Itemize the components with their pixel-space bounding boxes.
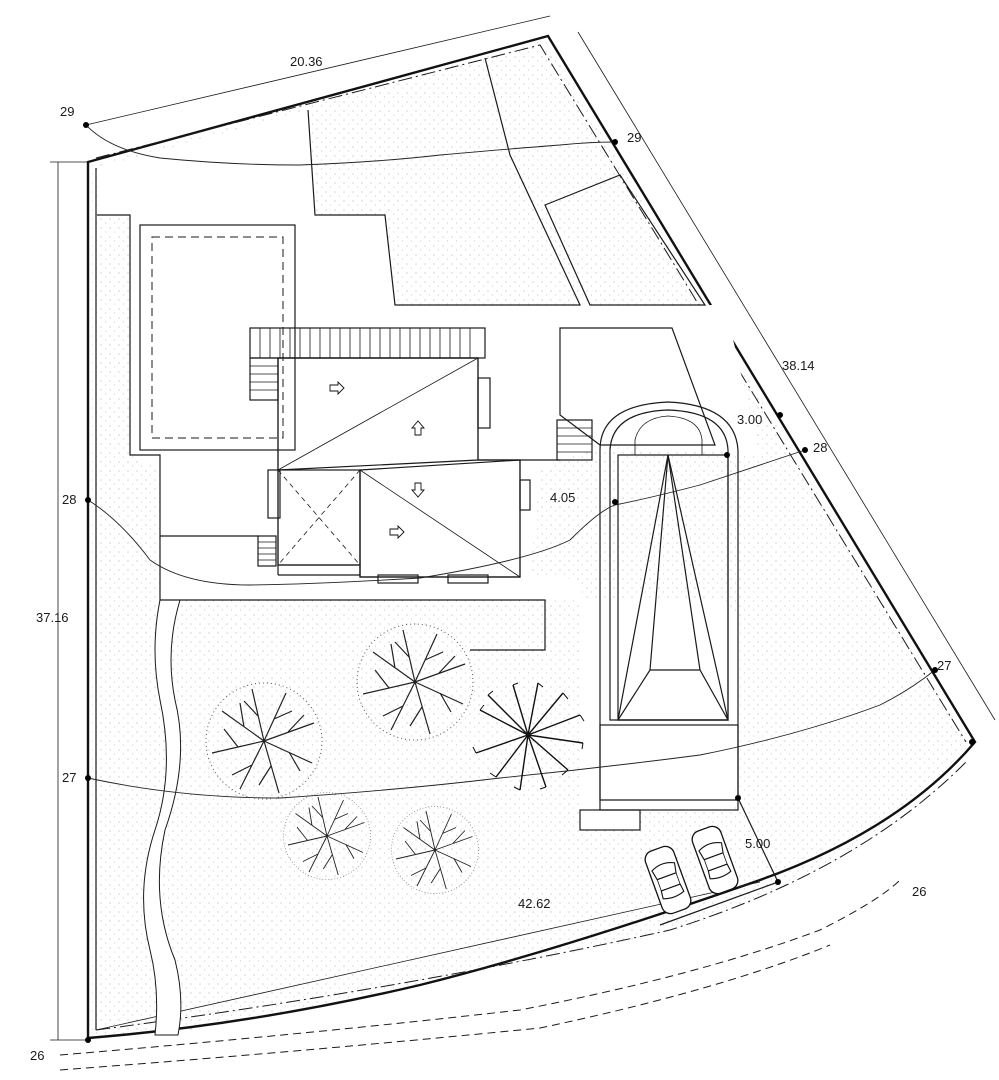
contour-26-right: 26 (912, 884, 926, 899)
arrow-right-icon (329, 380, 345, 396)
contour-27-right: 27 (937, 658, 951, 673)
contour-lines (59, 124, 936, 1071)
dim-right: 38.14 (782, 358, 815, 373)
house (267, 357, 560, 584)
palm-tree-icon (472, 682, 585, 791)
dimension-lines (50, 15, 996, 1041)
lawn-area (139, 224, 296, 451)
arrow-down-icon (411, 482, 425, 498)
site-boundary (86, 34, 977, 1040)
arrow-right-icon (389, 524, 405, 540)
pool (579, 401, 739, 831)
survey-points (83, 122, 975, 1043)
contour-27-left: 27 (62, 770, 76, 785)
dim-parking-offset: 5.00 (745, 836, 770, 851)
contour-29-right: 29 (627, 130, 641, 145)
contour-29-left: 29 (60, 104, 74, 119)
dim-left: 37.16 (36, 610, 69, 625)
dim-house-offset: 4.05 (550, 490, 575, 505)
contour-28-right: 28 (813, 440, 827, 455)
dim-top: 20.36 (290, 54, 323, 69)
labels: 20.36 37.16 38.14 42.62 3.00 4.05 5.00 2… (30, 54, 951, 1063)
contour-26-left: 26 (30, 1048, 44, 1063)
parking (659, 797, 779, 926)
dim-pool-offset: 3.00 (737, 412, 762, 427)
paved-areas (97, 57, 760, 1036)
contour-28-left: 28 (62, 492, 76, 507)
arrow-up-icon (411, 420, 425, 436)
dim-bottom: 42.62 (518, 896, 551, 911)
